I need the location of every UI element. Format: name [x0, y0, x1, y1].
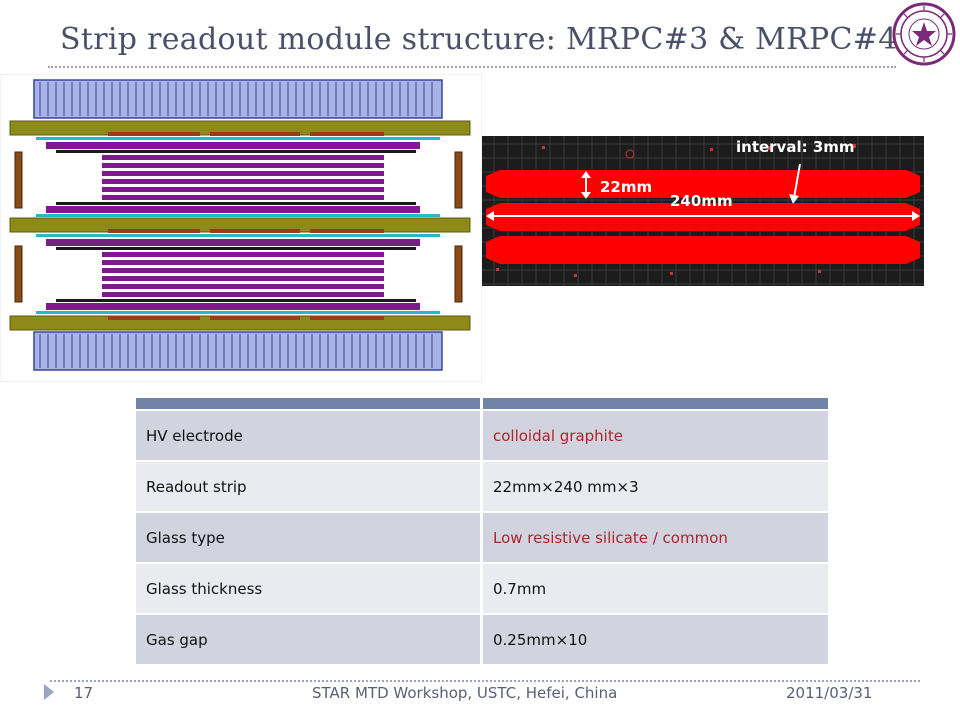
lower-outer-glass-bottom — [46, 303, 420, 310]
inner-glass-plate — [102, 252, 384, 257]
page-number: 17 — [74, 684, 94, 702]
readout-strip-layout — [482, 136, 924, 286]
width-label: 22mm — [600, 178, 653, 196]
table-header-cell — [481, 398, 828, 410]
value-cell: 0.7mm — [481, 562, 828, 614]
upper-outer-glass-bottom — [46, 206, 420, 213]
table-header-cell — [136, 398, 483, 410]
title-divider — [48, 66, 896, 68]
value-cell: colloidal graphite — [481, 409, 828, 461]
inner-glass-plate — [102, 284, 384, 289]
slide-date: 2011/03/31 — [786, 684, 873, 702]
value-cell: 22mm×240 mm×3 — [481, 460, 828, 512]
table-row: Glass type Low resistive silicate / comm… — [136, 511, 828, 563]
inner-glass-plate — [102, 276, 384, 281]
length-label: 240mm — [670, 192, 733, 210]
value-cell: 0.25mm×10 — [481, 613, 828, 664]
module-cross-section-diagram — [0, 74, 482, 382]
property-cell: HV electrode — [136, 409, 483, 461]
table-header — [136, 398, 828, 410]
readout-strip-1 — [486, 170, 920, 198]
specification-table: HV electrode colloidal graphite Readout … — [136, 398, 828, 664]
inner-glass-plate — [102, 171, 384, 176]
table-row: HV electrode colloidal graphite — [136, 409, 828, 461]
value-cell: Low resistive silicate / common — [481, 511, 828, 563]
table-row: Glass thickness 0.7mm — [136, 562, 828, 614]
upper-outer-glass-top — [46, 142, 420, 149]
table-row: Gas gap 0.25mm×10 — [136, 613, 828, 664]
inner-glass-plate — [102, 155, 384, 160]
bullet-arrow-icon — [44, 684, 54, 700]
university-seal-icon — [892, 2, 956, 66]
property-cell: Gas gap — [136, 613, 483, 664]
property-cell: Glass type — [136, 511, 483, 563]
inner-glass-plate — [102, 187, 384, 192]
inner-glass-plate — [102, 163, 384, 168]
inner-glass-plate — [102, 179, 384, 184]
property-cell: Readout strip — [136, 460, 483, 512]
bottom-honeycomb-box — [33, 331, 443, 371]
top-honeycomb-box — [33, 79, 443, 119]
inner-glass-plate — [102, 268, 384, 273]
inner-glass-plate — [102, 195, 384, 200]
interval-pointer-arrow — [793, 163, 801, 199]
interval-label: interval: 3mm — [736, 138, 855, 156]
lower-outer-glass-top — [46, 239, 420, 246]
inner-glass-plate — [102, 292, 384, 297]
inner-glass-plate — [102, 260, 384, 265]
event-name: STAR MTD Workshop, USTC, Hefei, China — [312, 684, 618, 702]
property-cell: Glass thickness — [136, 562, 483, 614]
slide-title: Strip readout module structure: MRPC#3 &… — [60, 22, 898, 57]
footer-divider — [50, 680, 920, 682]
readout-strip-3 — [486, 236, 920, 264]
table-row: Readout strip 22mm×240 mm×3 — [136, 460, 828, 512]
